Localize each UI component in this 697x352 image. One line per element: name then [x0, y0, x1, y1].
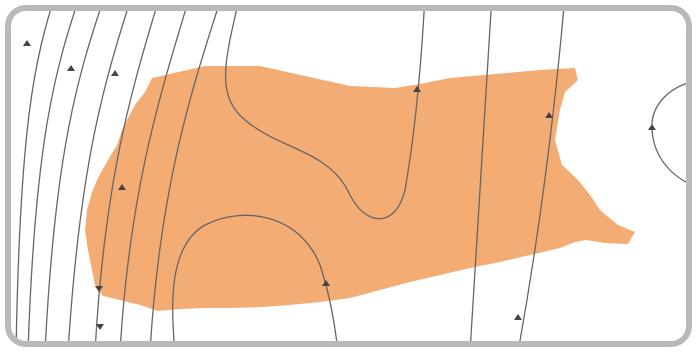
arrow-icon: [95, 286, 103, 292]
arrow-icon: [111, 70, 119, 76]
direction-arrows: [23, 40, 656, 330]
arrow-icon: [648, 124, 656, 130]
arrow-icon: [23, 40, 31, 46]
shaded-region: [85, 66, 635, 311]
flow-lines-left: [15, 8, 223, 344]
flow-line-right-b: [517, 8, 566, 344]
contour-line-center: [224, 8, 426, 220]
arrow-icon: [322, 280, 330, 286]
flow-line: [94, 8, 161, 344]
arrow-icon: [118, 184, 126, 190]
map-frame: [5, 5, 692, 347]
flow-line: [27, 8, 81, 344]
flow-line-right-a: [469, 8, 493, 344]
flow-line: [119, 8, 191, 344]
arrow-icon: [96, 324, 104, 330]
flow-line: [149, 8, 223, 344]
arrow-icon: [545, 112, 553, 118]
flow-line: [44, 8, 106, 344]
arrow-icon: [67, 65, 75, 71]
flow-line: [67, 8, 133, 344]
arrow-icon: [413, 86, 421, 92]
contour-line-lower: [172, 214, 339, 344]
flow-line: [15, 8, 56, 344]
map-content: [15, 8, 689, 344]
arrow-icon: [514, 314, 522, 320]
